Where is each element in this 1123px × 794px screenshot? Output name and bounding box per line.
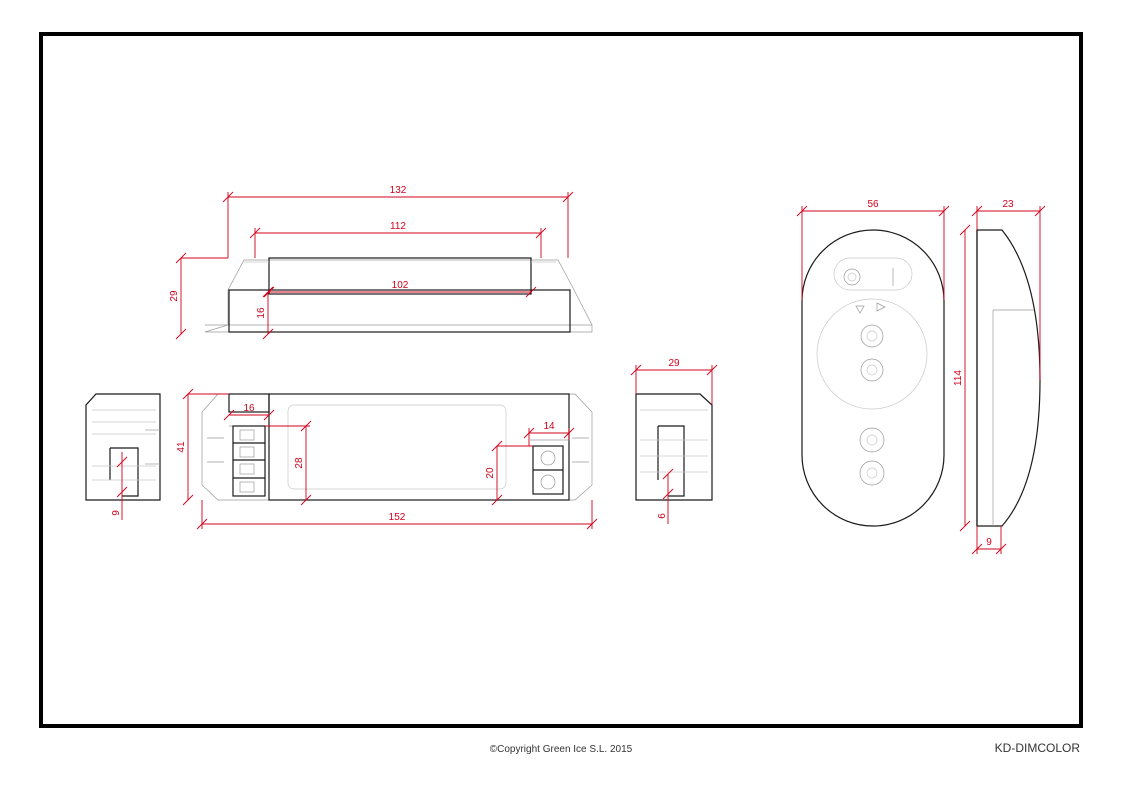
controller-left-side-view <box>85 393 161 501</box>
dim-label-56: 56 <box>867 199 879 210</box>
remote-front-view <box>801 229 945 527</box>
controller-top-view <box>204 257 593 333</box>
dim-label-14: 14 <box>543 421 555 432</box>
touch-wheel <box>816 298 928 410</box>
dim-label-6: 6 <box>657 513 668 519</box>
power-button-icon <box>843 268 861 286</box>
dim-label-9-remote: 9 <box>986 537 992 548</box>
remote-side-view <box>976 229 1041 527</box>
dim-label-28: 28 <box>294 457 305 469</box>
dim-label-29-side: 29 <box>668 358 680 369</box>
left-side-dimensions: 9 <box>111 452 128 520</box>
remote-side-dimensions: 114 23 9 <box>953 199 1046 555</box>
dim-label-132: 132 <box>390 185 407 196</box>
top-view-dimensions: 132 112 102 29 16 <box>169 185 574 340</box>
dim-label-16-front: 16 <box>243 403 255 414</box>
remote-front-dimensions: 56 <box>796 199 950 300</box>
copyright-text: ©Copyright Green Ice S.L. 2015 <box>490 744 633 755</box>
controller-right-side-view <box>635 393 713 501</box>
dim-label-9-left: 9 <box>111 510 122 516</box>
left-terminal-block <box>232 425 266 497</box>
button-lower <box>859 460 885 486</box>
dim-label-102: 102 <box>392 280 409 291</box>
dim-label-112: 112 <box>390 221 406 232</box>
down-arrow-icon <box>855 305 865 314</box>
dim-label-29-top: 29 <box>169 290 180 302</box>
dim-label-16-top: 16 <box>256 307 267 319</box>
right-arrow-icon <box>876 302 886 312</box>
drawing-code: KD-DIMCOLOR <box>995 741 1081 755</box>
right-side-dimensions: 29 6 <box>630 358 718 524</box>
dim-label-41: 41 <box>176 441 187 453</box>
right-terminal-block <box>532 445 564 495</box>
dim-label-20: 20 <box>485 467 496 479</box>
drawing-frame <box>39 32 1083 728</box>
button-upper <box>859 427 885 453</box>
controller-front-view <box>201 393 593 501</box>
front-view-dimensions: 16 41 28 20 14 152 <box>176 388 598 530</box>
dim-label-114: 114 <box>953 370 964 386</box>
dim-label-23: 23 <box>1002 199 1014 210</box>
dim-label-152: 152 <box>389 512 406 523</box>
